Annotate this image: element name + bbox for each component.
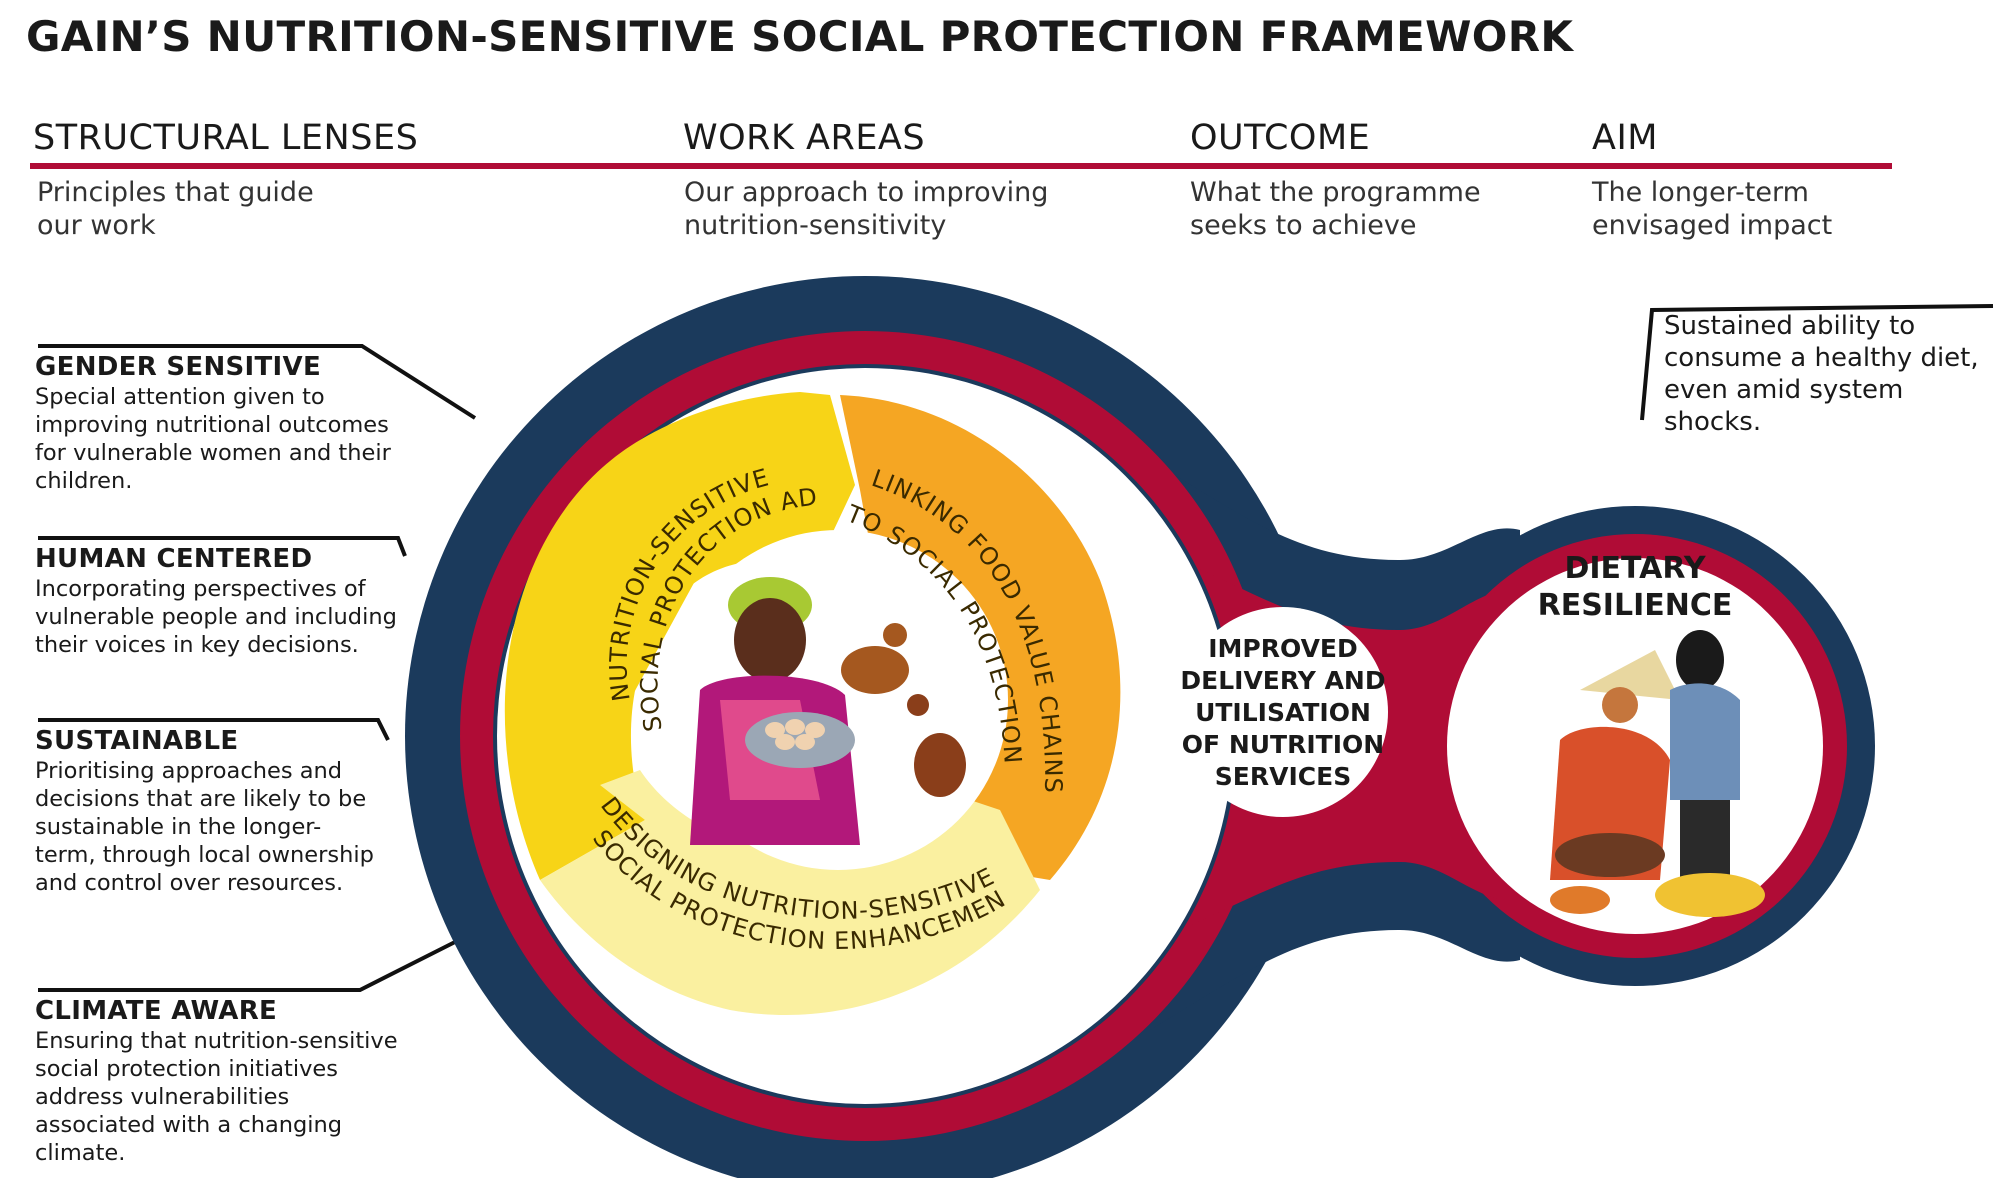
- heading-aim: AIM: [1592, 118, 1658, 158]
- lens-description: Ensuring that nutrition-sensitive social…: [35, 1028, 398, 1166]
- page-title: GAIN’S NUTRITION-SENSITIVE SOCIAL PROTEC…: [26, 12, 1574, 61]
- heading-outcome: OUTCOME: [1190, 118, 1371, 158]
- subtitle-structural-lenses: Principles that guide our work: [37, 177, 314, 241]
- women-cooking-illustration: [1550, 630, 1765, 917]
- lens-description: Special attention given to improving nut…: [35, 384, 391, 494]
- aim-description: Sustained ability to consume a healthy d…: [1664, 311, 1979, 437]
- outcome-line: SERVICES: [1214, 762, 1352, 791]
- outcome-line: DELIVERY AND: [1180, 666, 1386, 695]
- lens-title: SUSTAINABLE: [35, 726, 239, 756]
- outcome-label: IMPROVED DELIVERY AND UTILISATION OF NUT…: [1180, 633, 1386, 793]
- subtitle-work-areas: Our approach to improving nutrition-sens…: [684, 177, 1049, 241]
- lens-title: HUMAN CENTERED: [35, 544, 313, 574]
- woman-with-eggs-illustration: [690, 577, 966, 845]
- outcome-line: OF NUTRITION: [1181, 730, 1385, 759]
- lens-title: CLIMATE AWARE: [35, 996, 278, 1026]
- aim-title-line: DIETARY: [1564, 551, 1706, 586]
- subtitle-aim: The longer-term envisaged impact: [1592, 177, 1833, 241]
- lens-description: Prioritising approaches and decisions th…: [35, 758, 374, 896]
- outcome-line: UTILISATION: [1195, 698, 1371, 727]
- advocacy-arrow: [504, 392, 855, 880]
- header-divider: [30, 163, 1892, 169]
- lens-human-centered: HUMAN CENTERED Incorporating perspective…: [35, 544, 410, 659]
- outcome-line: IMPROVED: [1208, 634, 1358, 663]
- aim-title: DIETARY RESILIENCE: [1500, 550, 1770, 624]
- subtitle-outcome: What the programme seeks to achieve: [1190, 177, 1481, 241]
- heading-structural-lenses: STRUCTURAL LENSES: [33, 118, 419, 158]
- lens-gender-sensitive: GENDER SENSITIVE Special attention given…: [35, 352, 410, 495]
- lens-sustainable: SUSTAINABLE Prioritising approaches and …: [35, 726, 380, 897]
- aim-title-line: RESILIENCE: [1537, 588, 1733, 623]
- lens-description: Incorporating perspectives of vulnerable…: [35, 576, 397, 658]
- lens-connector-lines: [38, 304, 1994, 992]
- lens-title: GENDER SENSITIVE: [35, 352, 322, 382]
- lens-climate-aware: CLIMATE AWARE Ensuring that nutrition-se…: [35, 996, 405, 1167]
- heading-work-areas: WORK AREAS: [683, 118, 926, 158]
